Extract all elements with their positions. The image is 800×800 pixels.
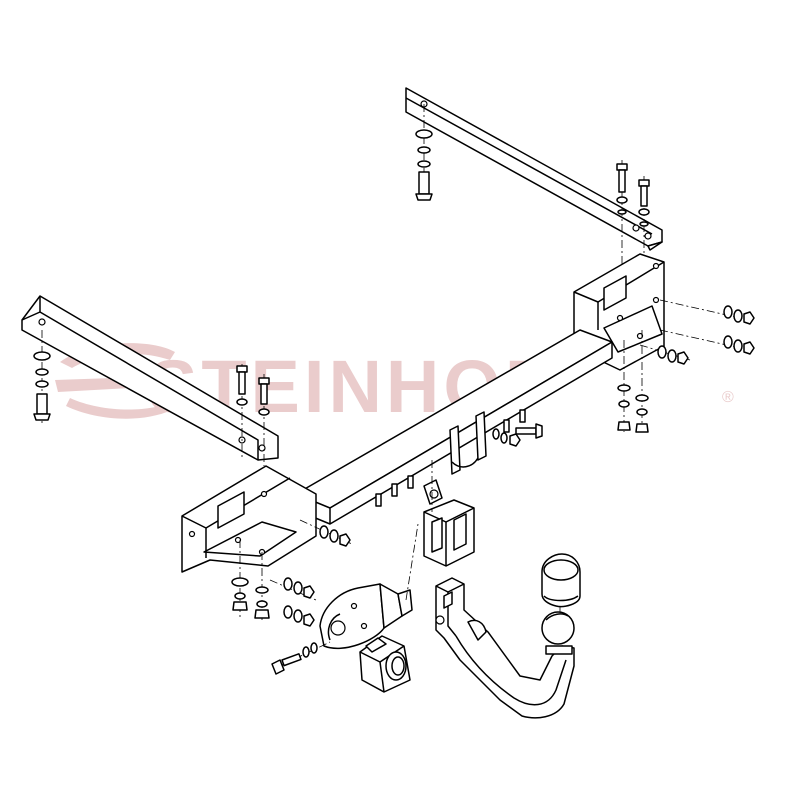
plate-hole bbox=[260, 490, 268, 498]
washer bbox=[667, 349, 677, 363]
nut bbox=[743, 341, 755, 355]
nut bbox=[303, 585, 315, 599]
washer bbox=[617, 384, 631, 392]
washer bbox=[417, 160, 431, 168]
plate-hole bbox=[188, 530, 196, 538]
plate-hole bbox=[636, 332, 644, 340]
washer bbox=[283, 605, 293, 619]
watermark-registered-mark: ® bbox=[722, 389, 734, 406]
bolt bbox=[638, 179, 650, 207]
nut bbox=[254, 609, 270, 619]
washer bbox=[500, 432, 508, 444]
washer bbox=[639, 221, 649, 227]
washer bbox=[234, 592, 246, 600]
right-plate-bolts-top bbox=[616, 160, 650, 270]
socket-bracket-hardware bbox=[271, 641, 331, 675]
washer bbox=[236, 398, 248, 406]
bracket-hole bbox=[38, 318, 46, 326]
washer bbox=[33, 351, 51, 361]
right-plate-hardware-side bbox=[639, 299, 755, 365]
washer bbox=[723, 335, 733, 349]
bolt bbox=[271, 653, 302, 675]
washer bbox=[258, 408, 270, 416]
right-plate-hardware-bottom bbox=[617, 330, 649, 433]
washer bbox=[616, 196, 628, 204]
tow-ball-cap bbox=[541, 553, 581, 612]
washer bbox=[638, 208, 650, 216]
left-plate-hardware-bottom bbox=[231, 540, 317, 627]
nut bbox=[509, 433, 521, 447]
washer bbox=[255, 586, 269, 594]
plate-hole bbox=[652, 262, 660, 270]
crossbar bbox=[295, 329, 613, 525]
bracket-hole bbox=[632, 224, 640, 232]
crossbar-hardware bbox=[492, 423, 543, 447]
plate-hole bbox=[652, 296, 660, 304]
washer bbox=[733, 339, 743, 353]
bolt bbox=[616, 163, 628, 193]
electrical-socket-bracket bbox=[319, 523, 419, 650]
tow-ball-neck bbox=[435, 577, 575, 719]
nut bbox=[743, 311, 755, 325]
bracket-hole bbox=[644, 232, 652, 240]
washer bbox=[283, 577, 293, 591]
socket-housing bbox=[423, 460, 475, 567]
bolt bbox=[236, 365, 248, 395]
plate-hole bbox=[234, 536, 242, 544]
left-bracket-hardware bbox=[33, 330, 270, 466]
washer bbox=[415, 129, 433, 139]
nut bbox=[232, 601, 248, 611]
bracket-hole bbox=[258, 444, 266, 452]
washer bbox=[293, 609, 303, 623]
washer bbox=[492, 428, 500, 440]
bolt bbox=[258, 377, 270, 405]
washer bbox=[733, 309, 743, 323]
washer bbox=[635, 394, 649, 402]
nut bbox=[339, 533, 351, 547]
washer bbox=[618, 400, 630, 408]
bolt bbox=[515, 423, 543, 439]
washer bbox=[417, 146, 431, 154]
nut bbox=[303, 613, 315, 627]
nut bbox=[677, 351, 689, 365]
bolt bbox=[33, 393, 51, 421]
washer bbox=[35, 380, 49, 388]
washer bbox=[231, 577, 249, 587]
electrical-socket bbox=[359, 635, 411, 693]
washer bbox=[35, 368, 49, 376]
right-bracket-hardware-top bbox=[415, 104, 433, 201]
washer bbox=[636, 408, 648, 416]
washer bbox=[310, 642, 318, 654]
washer bbox=[723, 305, 733, 319]
washer bbox=[617, 209, 627, 215]
washer bbox=[319, 525, 329, 539]
washer bbox=[293, 581, 303, 595]
washer bbox=[657, 345, 667, 359]
nut bbox=[635, 423, 649, 433]
left-side-bracket bbox=[21, 295, 279, 461]
nut bbox=[617, 421, 631, 431]
left-mounting-plate bbox=[181, 465, 317, 573]
bolt bbox=[415, 171, 433, 201]
tow-ball bbox=[541, 611, 575, 655]
plate-hole bbox=[616, 314, 624, 322]
left-plate-hardware-side bbox=[299, 519, 353, 547]
washer bbox=[256, 600, 268, 608]
washer bbox=[302, 646, 310, 658]
washer bbox=[329, 529, 339, 543]
